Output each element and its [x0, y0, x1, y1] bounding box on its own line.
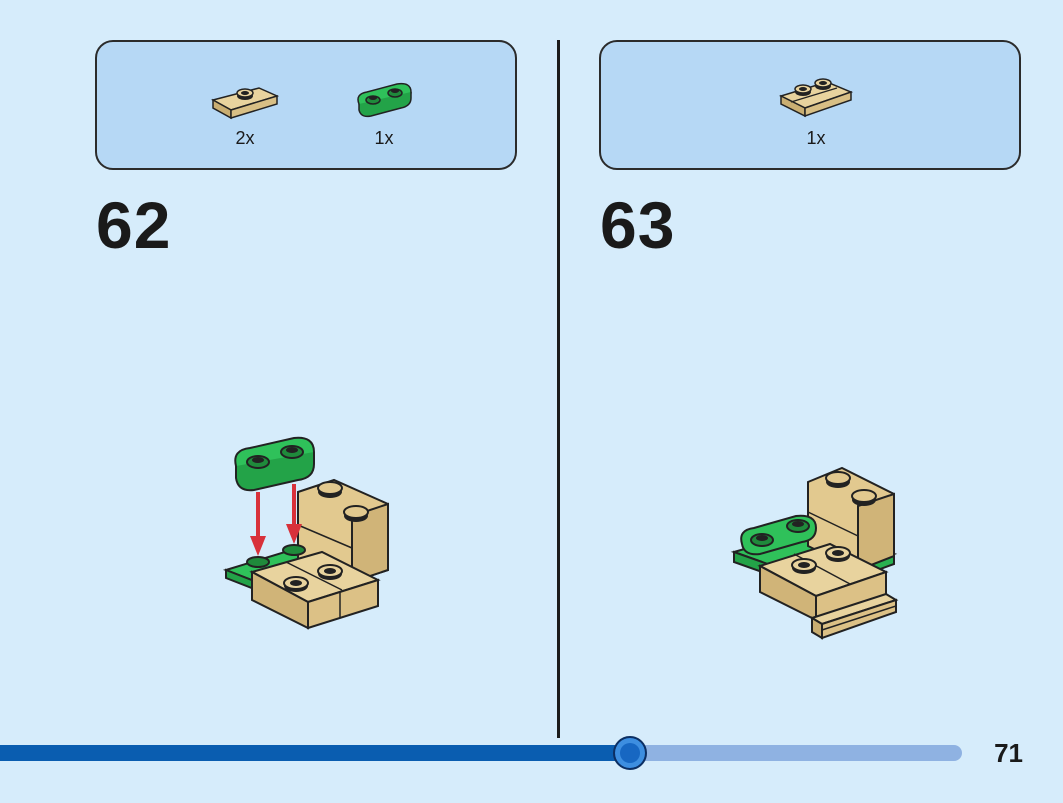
step-number-62: 62: [96, 188, 172, 262]
page-divider: [557, 40, 560, 738]
step-62-model-illustration: [222, 436, 389, 630]
parts-callout-step-63: 1x: [599, 40, 1021, 170]
part-tan-jumper-plate: 2x: [209, 74, 281, 149]
tan-rail-plate-icon: [778, 78, 854, 118]
step-number-63: 63: [600, 188, 676, 262]
parts-callout-step-62: 2x 1x: [95, 40, 517, 170]
green-rounded-plate-icon: [357, 82, 412, 118]
progress-bar-track: [0, 745, 962, 761]
part-green-rounded-plate: 1x: [353, 74, 415, 149]
placement-arrow-icon: [250, 484, 302, 556]
part-tan-rail-plate: 1x: [777, 70, 855, 149]
page-number: 71: [994, 738, 1023, 768]
tan-jumper-plate-icon: [210, 87, 280, 120]
part-quantity: 2x: [235, 128, 255, 148]
part-quantity: 1x: [806, 128, 826, 148]
progress-bar-fill: [0, 745, 630, 761]
step-63-model-illustration: [730, 466, 899, 640]
progress-indicator: [613, 736, 647, 770]
part-quantity: 1x: [374, 128, 394, 148]
